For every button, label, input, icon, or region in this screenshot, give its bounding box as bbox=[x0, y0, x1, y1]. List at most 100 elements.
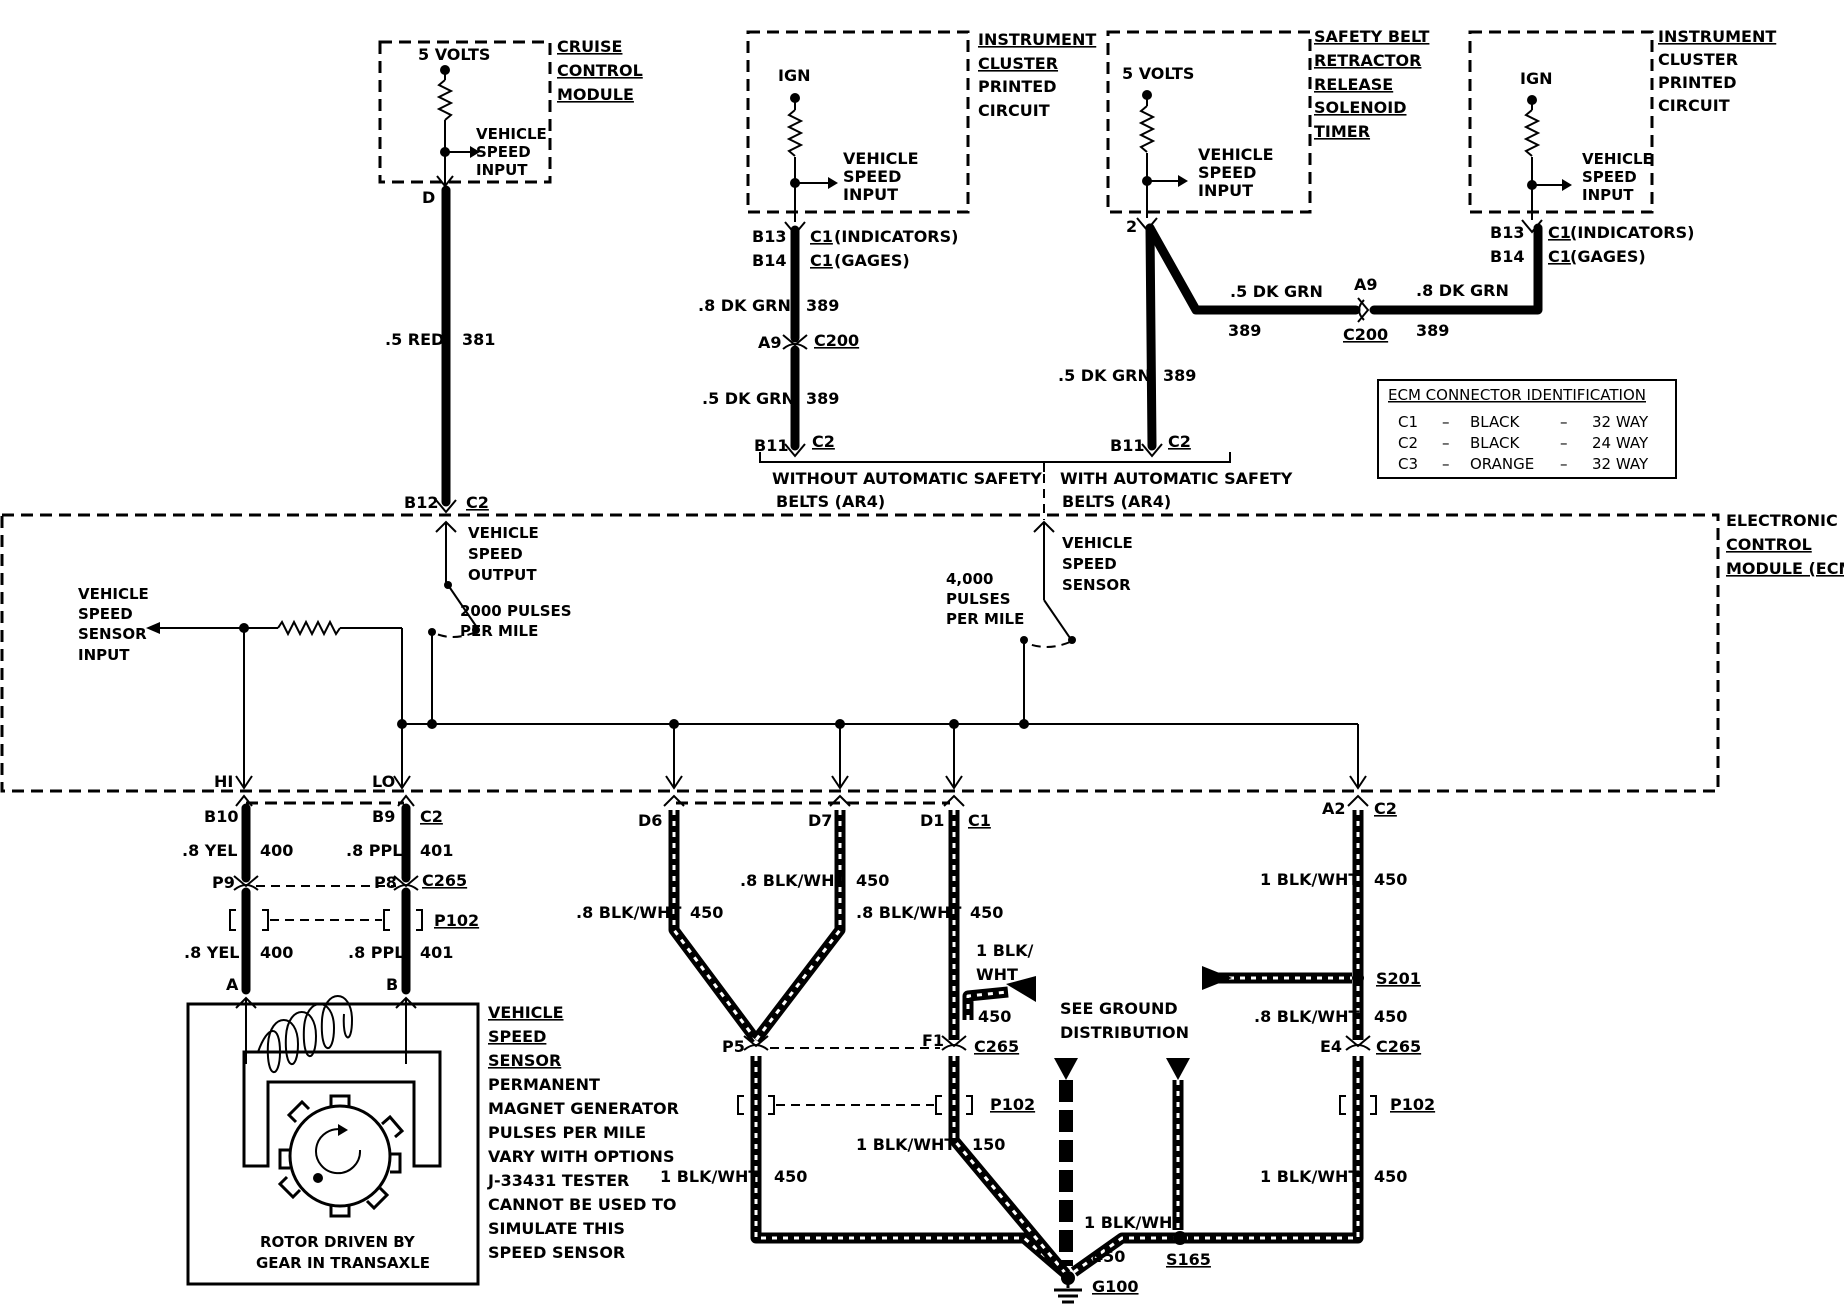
cluster-right-conn2-desc: (GAGES) bbox=[1570, 247, 1646, 266]
cruise-input-1: VEHICLE bbox=[476, 125, 547, 143]
belt-title-1: SAFETY BELT bbox=[1314, 27, 1430, 46]
wire-400-circuit-b: 400 bbox=[260, 943, 293, 962]
safety-belt-timer: 5 VOLTS VEHICLE SPEED INPUT SAFETY BELT … bbox=[1106, 27, 1430, 236]
pulses2000-2: PER MILE bbox=[460, 622, 538, 640]
cluster-left-title-2: CLUSTER bbox=[978, 54, 1058, 73]
wire-450-e4-circuit: 450 bbox=[1374, 1167, 1407, 1186]
conn-p9: P9 bbox=[212, 873, 235, 892]
conn-c265-a: C265 bbox=[422, 871, 467, 890]
wire-389-right-circuit-b: 389 bbox=[1416, 321, 1449, 340]
sensor-desc-6: CANNOT BE USED TO bbox=[488, 1195, 677, 1214]
conn-b11-right: B11 bbox=[1110, 436, 1144, 455]
conn-d6: D6 bbox=[638, 811, 662, 830]
pulses4000-1: 4,000 bbox=[946, 570, 993, 588]
wire-381-circuit: 381 bbox=[462, 330, 495, 349]
vso-3: OUTPUT bbox=[468, 566, 537, 584]
sensor-desc-5: J-33431 TESTER bbox=[487, 1171, 629, 1190]
wire-389-left-gauge-5: .5 DK GRN bbox=[702, 389, 795, 408]
belt-input-2: SPEED bbox=[1198, 163, 1256, 182]
wire-389-down-circuit: 389 bbox=[1163, 366, 1196, 385]
conn-a9-left: A9 bbox=[758, 333, 782, 352]
ecm-row-2-ways: 24 WAY bbox=[1592, 434, 1649, 452]
conn-a2-c2: C2 bbox=[1374, 799, 1397, 818]
ecm-row-2-dash2: – bbox=[1560, 434, 1568, 452]
vss-input-2: SPEED bbox=[78, 605, 133, 623]
cluster-right-input-1: VEHICLE bbox=[1582, 150, 1653, 168]
conn-p5: P5 bbox=[722, 1037, 745, 1056]
conn-b10: B10 bbox=[204, 807, 238, 826]
instrument-cluster-left: IGN VEHICLE SPEED INPUT INSTRUMENT CLUST… bbox=[746, 30, 1096, 270]
conn-c200-left: C200 bbox=[814, 331, 859, 350]
cluster-right-input-2: SPEED bbox=[1582, 168, 1637, 186]
ecm-row-2-color: BLACK bbox=[1470, 434, 1520, 452]
conn-b9: B9 bbox=[372, 807, 395, 826]
wire-450-p5-gauge: 1 BLK/WHT bbox=[660, 1167, 759, 1186]
ecm-table-header: ECM CONNECTOR IDENTIFICATION bbox=[1388, 386, 1646, 404]
ecm-row-1-dash1: – bbox=[1442, 413, 1450, 431]
vss-3: SENSOR bbox=[1062, 576, 1131, 594]
cruise-title-3: MODULE bbox=[557, 85, 634, 104]
wire-389-right: .5 DK GRN 389 A9 C200 .8 DK GRN 389 .5 D… bbox=[1058, 223, 1543, 458]
ecm-table-row: C3 – ORANGE – 32 WAY bbox=[1398, 455, 1649, 473]
ecm-row-2-conn: C2 bbox=[1398, 434, 1418, 452]
wire-450-s201-gauge: .8 BLK/WHT bbox=[1254, 1007, 1359, 1026]
cluster-left-pin1: B13 bbox=[752, 227, 786, 246]
conn-p8: P8 bbox=[374, 873, 397, 892]
wire-400-gauge-a: .8 YEL bbox=[182, 841, 238, 860]
conn-f1: F1 bbox=[922, 1031, 944, 1050]
note-without-2: BELTS (AR4) bbox=[776, 492, 885, 511]
conn-a9-right: A9 bbox=[1354, 275, 1378, 294]
sensor-desc-1: PERMANENT bbox=[488, 1075, 600, 1094]
conn-s201: S201 bbox=[1376, 969, 1421, 988]
cluster-left-input-2: SPEED bbox=[843, 167, 901, 186]
conn-c265-b: C265 bbox=[974, 1037, 1019, 1056]
conn-c200-right: C200 bbox=[1343, 325, 1388, 344]
vss-input-4: INPUT bbox=[78, 646, 130, 664]
wire-450-d7-circuit: 450 bbox=[856, 871, 889, 890]
belt-input-3: INPUT bbox=[1198, 181, 1253, 200]
cluster-left-conn1-desc: (INDICATORS) bbox=[834, 227, 958, 246]
sensor-desc-2: MAGNET GENERATOR bbox=[488, 1099, 679, 1118]
ecm-row-3-dash2: – bbox=[1560, 455, 1568, 473]
cluster-right-title-3: PRINTED bbox=[1658, 73, 1737, 92]
ecm-row-3-dash1: – bbox=[1442, 455, 1450, 473]
wire-450-d6-circuit: 450 bbox=[690, 903, 723, 922]
vso-2: SPEED bbox=[468, 545, 523, 563]
sensor-title-2: SPEED bbox=[488, 1027, 546, 1046]
cluster-right-title-1: INSTRUMENT bbox=[1658, 27, 1776, 46]
vehicle-speed-sensor: ROTOR DRIVEN BY GEAR IN TRANSAXLE VEHICL… bbox=[186, 995, 679, 1286]
belt-title-3: RELEASE bbox=[1314, 75, 1393, 94]
wire-400-circuit-a: 400 bbox=[260, 841, 293, 860]
wire-401-circuit-a: 401 bbox=[420, 841, 453, 860]
sensor-desc-3: PULSES PER MILE bbox=[488, 1123, 646, 1142]
option-bracket: WITHOUT AUTOMATIC SAFETY BELTS (AR4) WIT… bbox=[759, 452, 1293, 520]
wire-389-left-circuit-8: 389 bbox=[806, 296, 839, 315]
ecm-row-1-ways: 32 WAY bbox=[1592, 413, 1649, 431]
wire-450-d6-gauge: .8 BLK/WHT bbox=[576, 903, 681, 922]
conn-d1-c1: C1 bbox=[968, 811, 991, 830]
cluster-right-conn1-desc: (INDICATORS) bbox=[1570, 223, 1694, 242]
ground-wires: D6 D7 D1 C1 A2 C2 .8 BLK/WHT 450 .8 BLK/… bbox=[576, 794, 1435, 1304]
conn-d1: D1 bbox=[920, 811, 944, 830]
conn-c265-c: C265 bbox=[1376, 1037, 1421, 1056]
cruise-control-module: 5 VOLTS VEHICLE SPEED INPUT CRUISE CONTR… bbox=[378, 37, 643, 207]
cluster-left-title-4: CIRCUIT bbox=[978, 101, 1050, 120]
ecm-title-2: CONTROL bbox=[1726, 535, 1812, 554]
wire-389-left-circuit-5: 389 bbox=[806, 389, 839, 408]
conn-p102-b: P102 bbox=[990, 1095, 1035, 1114]
wire-450-d1-gauge: .8 BLK/WHT bbox=[856, 903, 961, 922]
wire-401-gauge-a: .8 PPL bbox=[346, 841, 402, 860]
wires-400-401: B10 B9 C2 .8 YEL 400 .8 PPL 401 P9 P8 C2… bbox=[182, 794, 479, 995]
belt-input-1: VEHICLE bbox=[1198, 145, 1274, 164]
wire-450-s201-circuit: 450 bbox=[1374, 1007, 1407, 1026]
wire-450-a2-gauge: 1 BLK/WHT bbox=[1260, 870, 1359, 889]
sensor-desc-4: VARY WITH OPTIONS bbox=[488, 1147, 674, 1166]
conn-e4: E4 bbox=[1320, 1037, 1342, 1056]
conn-a2: A2 bbox=[1322, 799, 1346, 818]
cruise-pin: D bbox=[422, 188, 435, 207]
wire-450-branch-1: 1 BLK/ bbox=[976, 941, 1033, 960]
cluster-right-title-4: CIRCUIT bbox=[1658, 96, 1730, 115]
ecm-connector-table: ECM CONNECTOR IDENTIFICATION C1 – BLACK … bbox=[1377, 379, 1677, 479]
sensor-title-3: SENSOR bbox=[488, 1051, 561, 1070]
sensor-desc-8: SPEED SENSOR bbox=[488, 1243, 625, 1262]
